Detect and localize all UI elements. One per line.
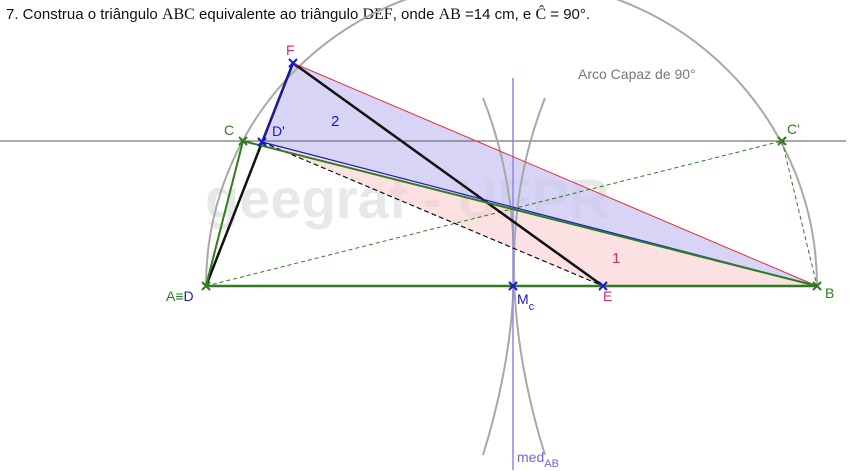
bisector-arc-right [513, 97, 546, 456]
point-a-marker [201, 281, 211, 291]
dashed-d-to-e [261, 141, 604, 287]
point-dprime-marker [257, 137, 267, 147]
label-cprime: C' [787, 121, 800, 137]
arc-capaz-label: Arco Capaz de 90° [578, 66, 696, 82]
point-c-marker [238, 136, 248, 146]
label-c: C [224, 122, 234, 138]
region-2-label: 2 [331, 113, 339, 130]
label-f: F [286, 42, 295, 58]
dashed-cprime-to-b [781, 140, 818, 287]
label-b: B [825, 285, 834, 301]
segment-f-e [292, 61, 604, 288]
segment-c-b [242, 140, 818, 287]
point-cprime-marker [777, 136, 787, 146]
dashed-a-to-cprime [205, 140, 783, 287]
region-2-fill [262, 63, 817, 286]
label-a-eq-d: A≡D [166, 288, 194, 304]
region-1-label: 1 [612, 250, 620, 267]
label-e: E [603, 288, 612, 304]
point-b-marker [812, 281, 822, 291]
point-e-marker [598, 281, 608, 291]
problem-statement: 7. Construa o triângulo ABC equivalente … [6, 6, 591, 23]
point-f-marker [288, 58, 298, 68]
segment-a-c [205, 140, 244, 287]
point-mc-marker [508, 281, 518, 291]
segment-f-b [292, 62, 818, 287]
label-med-ab: medAB [517, 449, 559, 470]
label-dprime: D' [272, 123, 285, 139]
label-mc: Mc [517, 291, 535, 313]
segment-f-dprime [261, 62, 294, 143]
